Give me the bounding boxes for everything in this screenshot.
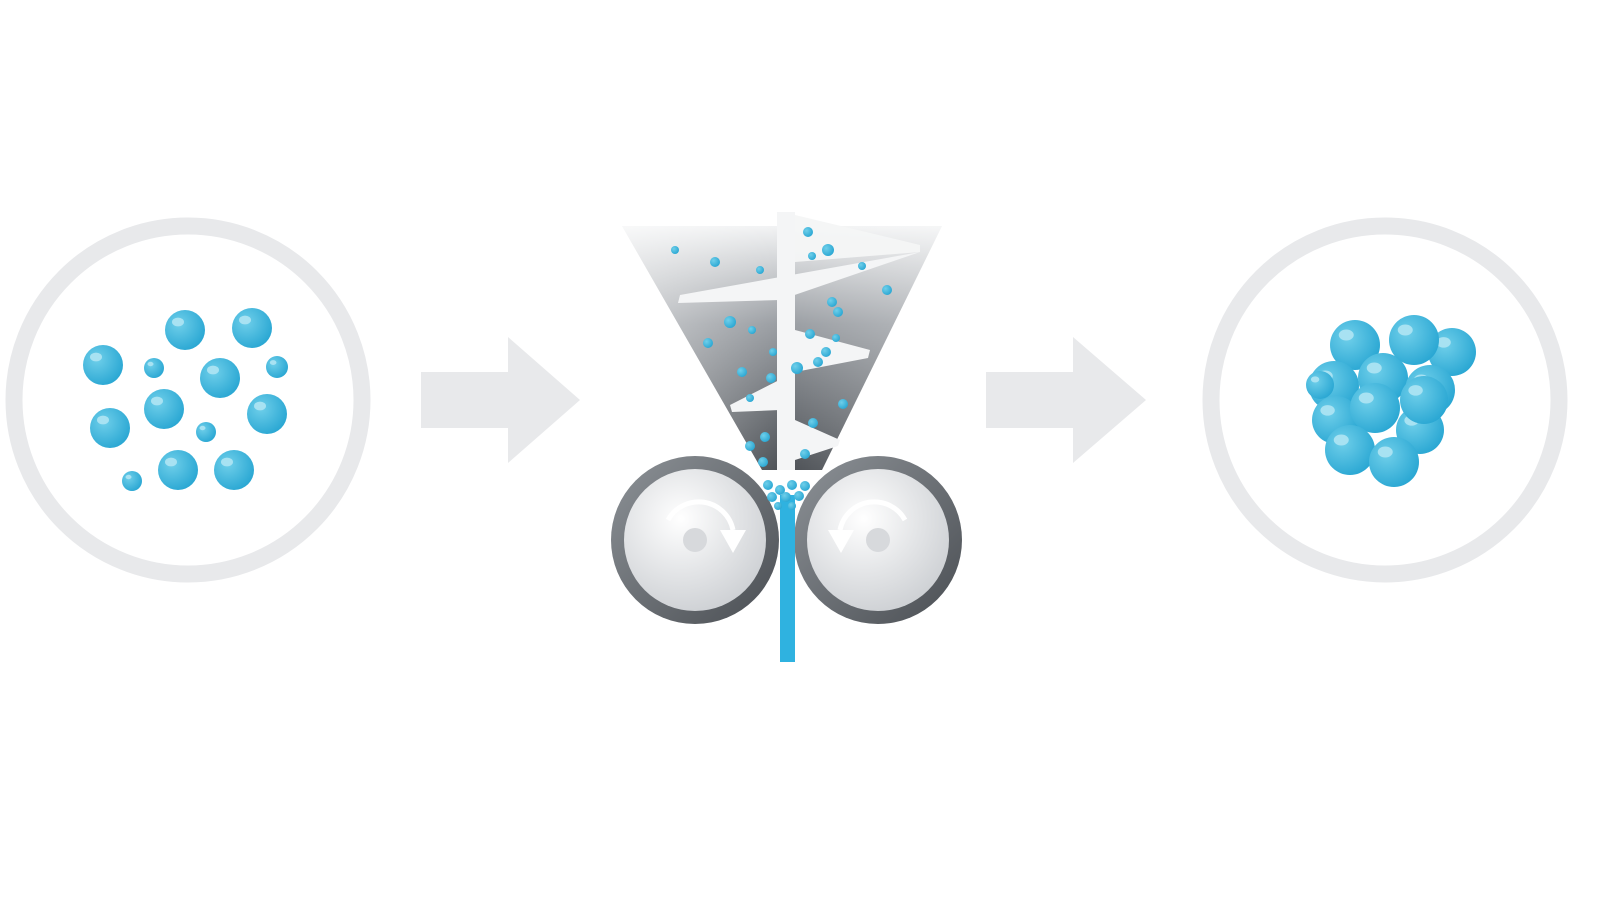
particle bbox=[165, 310, 205, 350]
particle bbox=[827, 297, 837, 307]
loose-particles bbox=[83, 308, 288, 491]
particle bbox=[710, 257, 720, 267]
output-ring bbox=[1202, 217, 1568, 583]
particle bbox=[158, 450, 198, 490]
particle bbox=[791, 362, 803, 374]
particle bbox=[822, 244, 834, 256]
particle bbox=[833, 307, 843, 317]
particle bbox=[858, 262, 866, 270]
particle bbox=[144, 389, 184, 429]
particle bbox=[1325, 425, 1375, 475]
compacted-ribbon bbox=[780, 495, 795, 662]
particle bbox=[763, 480, 773, 490]
arrow-right-icon bbox=[986, 337, 1146, 463]
particle bbox=[781, 492, 791, 502]
particle bbox=[745, 441, 755, 451]
right-roller bbox=[794, 456, 962, 624]
particle bbox=[756, 266, 764, 274]
particle bbox=[805, 329, 815, 339]
particle bbox=[813, 357, 823, 367]
particle bbox=[1400, 376, 1448, 424]
particle bbox=[724, 316, 736, 328]
granule-cluster bbox=[1306, 315, 1476, 487]
particle bbox=[808, 418, 818, 428]
particle bbox=[1306, 371, 1334, 399]
particle bbox=[769, 348, 777, 356]
particle bbox=[266, 356, 288, 378]
particle bbox=[832, 334, 840, 342]
particle bbox=[1330, 320, 1380, 370]
particle bbox=[748, 326, 756, 334]
particle bbox=[800, 481, 810, 491]
nip-particles bbox=[763, 480, 810, 510]
particle bbox=[758, 457, 768, 467]
particle bbox=[767, 492, 777, 502]
particle bbox=[775, 485, 785, 495]
particle bbox=[214, 450, 254, 490]
particle bbox=[83, 345, 123, 385]
left-roller bbox=[611, 456, 779, 624]
particle bbox=[122, 471, 142, 491]
particle bbox=[703, 338, 713, 348]
particle bbox=[1369, 437, 1419, 487]
particle bbox=[808, 252, 816, 260]
particle bbox=[787, 480, 797, 490]
particle bbox=[1428, 328, 1476, 376]
feed-particles bbox=[671, 227, 892, 467]
rotate-clockwise-icon bbox=[665, 499, 736, 531]
particle bbox=[774, 502, 782, 510]
particle bbox=[838, 399, 848, 409]
rotate-counterclockwise-icon bbox=[837, 499, 908, 531]
particle bbox=[746, 394, 754, 402]
particle bbox=[760, 432, 770, 442]
particle bbox=[821, 347, 831, 357]
particle bbox=[90, 408, 130, 448]
particle bbox=[737, 367, 747, 377]
arrow-right-icon bbox=[421, 337, 580, 463]
particle bbox=[800, 449, 810, 459]
particle bbox=[788, 502, 796, 510]
particle bbox=[247, 394, 287, 434]
particle bbox=[766, 373, 776, 383]
particle bbox=[794, 491, 804, 501]
particle bbox=[196, 422, 216, 442]
input-ring bbox=[5, 217, 371, 583]
particle bbox=[1350, 383, 1400, 433]
particle bbox=[671, 246, 679, 254]
particle bbox=[803, 227, 813, 237]
particle bbox=[882, 285, 892, 295]
particle bbox=[232, 308, 272, 348]
particle bbox=[200, 358, 240, 398]
particle bbox=[144, 358, 164, 378]
particle bbox=[1389, 315, 1439, 365]
